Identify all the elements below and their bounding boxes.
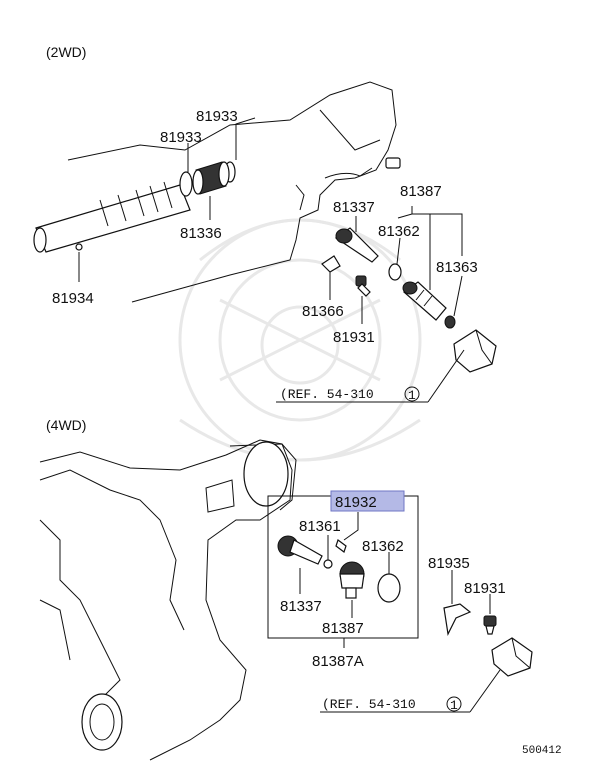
label-81336: 81336 <box>180 225 222 242</box>
watermark-emblem <box>178 218 422 462</box>
leader-ref-4wd <box>320 669 501 713</box>
o-ring-81362-2wd <box>388 263 402 281</box>
ref-num-2wd: 1 <box>408 388 416 403</box>
driven-gear-81337-4wd <box>277 535 323 565</box>
speed-sensor-connector-2wd <box>453 329 497 373</box>
label-81387-2wd: 81387 <box>400 183 442 200</box>
sleeve-81387-4wd <box>339 561 365 599</box>
ref-circle-4wd <box>446 696 462 712</box>
speed-sensor-connector-4wd <box>491 637 533 677</box>
bracket-81935 <box>443 603 472 636</box>
label-81931-4wd: 81931 <box>464 580 506 597</box>
label-81362-2wd: 81362 <box>378 223 420 240</box>
clamp-81366 <box>321 255 341 273</box>
o-ring-81361 <box>323 559 333 569</box>
leader-81933-a <box>235 117 256 160</box>
highlight-81932 <box>330 490 405 512</box>
label-81932: 81932 <box>335 494 377 511</box>
label-81387A: 81387A <box>312 653 364 670</box>
leader-81362-2wd <box>396 237 401 265</box>
label-81337-4wd: 81337 <box>280 598 322 615</box>
label-81387-4wd: 81387 <box>322 620 364 637</box>
label-81362-4wd: 81362 <box>362 538 404 555</box>
label-81366: 81366 <box>302 303 344 320</box>
label-81935: 81935 <box>428 555 470 572</box>
transmission-housing-2wd <box>67 81 401 303</box>
driven-gear-81337-2wd <box>334 227 379 263</box>
ref-label-4wd: (REF. 54-310 <box>322 697 416 712</box>
label-81363: 81363 <box>436 259 478 276</box>
diagram-code: 500412 <box>522 745 562 757</box>
ref-circle-2wd <box>404 386 420 402</box>
output-shaft <box>33 181 191 253</box>
leader-81932 <box>343 512 359 541</box>
label-81931-2wd: 81931 <box>333 329 375 346</box>
ref-label-2wd: (REF. 54-310 <box>280 387 374 402</box>
label-81933-a: 81933 <box>196 108 238 125</box>
ref-num-4wd: 1 <box>450 698 458 713</box>
bolt-81931-4wd <box>483 615 497 635</box>
label-81361: 81361 <box>299 518 341 535</box>
bolt-81931-2wd <box>355 275 371 297</box>
label-81934: 81934 <box>52 290 94 307</box>
transfer-case-4wd <box>39 439 297 761</box>
speedometer-gear-assembly-2wd <box>179 161 236 197</box>
sleeve-81387-2wd <box>402 281 447 321</box>
pin-81932 <box>335 539 347 553</box>
o-ring-81363 <box>444 315 456 329</box>
section-label-2wd: (2WD) <box>46 44 86 60</box>
section-label-4wd: (4WD) <box>46 417 86 433</box>
label-81337-2wd: 81337 <box>333 199 375 216</box>
leader-81363 <box>453 275 463 317</box>
leader-81387-2wd <box>397 206 463 290</box>
o-ring-81362-4wd <box>377 573 401 603</box>
label-81933-b: 81933 <box>160 129 202 146</box>
leader-ref-2wd <box>276 349 465 403</box>
ball-81934 <box>75 243 83 251</box>
